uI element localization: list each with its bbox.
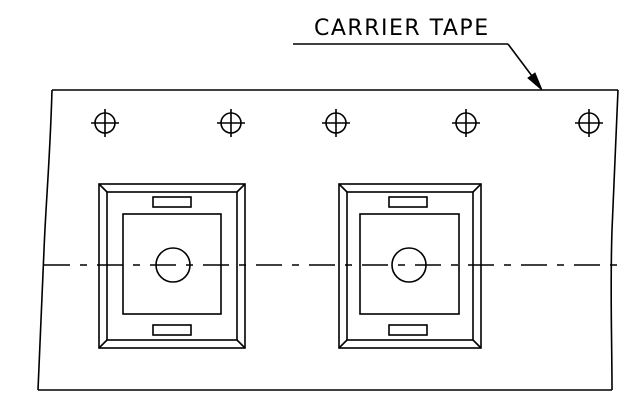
leader-arrowhead — [527, 72, 543, 91]
tape-outline — [37, 89, 619, 391]
component-bottom-lead — [152, 324, 192, 336]
sprocket-hole — [575, 109, 603, 137]
sprocket-holes — [91, 109, 603, 137]
pocket-outer-wall — [338, 183, 482, 349]
component-top-lead — [152, 196, 192, 208]
component-pocket — [98, 183, 246, 349]
carrier-tape-callout: CARRIER TAPE — [293, 16, 543, 91]
component-body — [122, 213, 222, 315]
sprocket-hole — [452, 109, 480, 137]
component-body — [359, 213, 460, 315]
pocket-outer-wall — [98, 183, 246, 349]
sprocket-hole — [322, 109, 350, 137]
sprocket-hole — [217, 109, 245, 137]
component-pocket — [338, 183, 482, 349]
tape-left-break-line — [37, 89, 53, 391]
tape-right-break-line — [610, 89, 619, 391]
pocket-inner-wall — [106, 191, 238, 341]
component-top-lead — [388, 196, 428, 208]
sprocket-hole — [91, 109, 119, 137]
component-bottom-lead — [388, 324, 428, 336]
pocket-inner-wall — [346, 191, 474, 341]
carrier-tape-label: CARRIER TAPE — [314, 16, 490, 41]
